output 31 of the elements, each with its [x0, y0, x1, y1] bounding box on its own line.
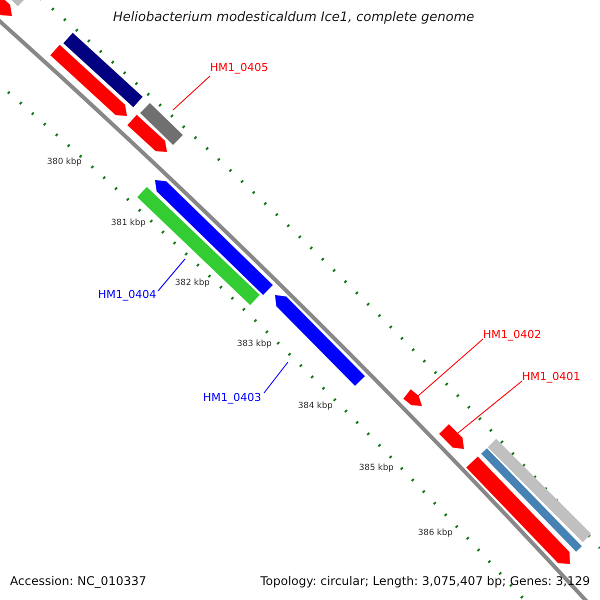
gene-feature: [50, 44, 127, 116]
gene-feature: [403, 389, 422, 406]
genome-info-text: Topology: circular; Length: 3,075,407 bp; Genes: 3,129: [260, 575, 590, 587]
leader-line: [264, 362, 288, 394]
leader-line: [172, 76, 210, 110]
accession-text: Accession: NC_010337: [10, 575, 146, 587]
gene-feature: [127, 114, 167, 152]
leader-line: [418, 338, 484, 396]
leader-line: [158, 258, 186, 292]
gene-feature: [155, 180, 273, 295]
gene-feature: [439, 424, 464, 449]
gene-label: HM1_0404: [98, 289, 156, 300]
gene-feature: [466, 456, 570, 564]
gene-feature: [275, 295, 365, 386]
scale-label: 381 kbp: [111, 219, 146, 228]
map-title: Heliobacterium modesticaldum Ice1, complete genome: [113, 11, 474, 24]
gene-label: HM1_0403: [203, 392, 262, 403]
gene-feature: [0, 0, 12, 16]
gene-feature: [481, 448, 582, 552]
gene-label: HM1_0401: [522, 371, 580, 382]
scale-label: 384 kbp: [298, 402, 333, 410]
scale-label: 385 kbp: [359, 464, 394, 472]
gene-feature: [140, 103, 183, 145]
gene-feature: [488, 438, 592, 542]
gene-feature: [63, 32, 143, 108]
gene-label: HM1_0405: [210, 62, 268, 73]
scale-label: 386 kbp: [418, 529, 453, 538]
scale-label: 380 kbp: [47, 158, 82, 166]
gene-label: HM1_0402: [483, 329, 542, 340]
leader-line: [458, 380, 522, 434]
scale-label: 382 kbp: [175, 279, 210, 288]
